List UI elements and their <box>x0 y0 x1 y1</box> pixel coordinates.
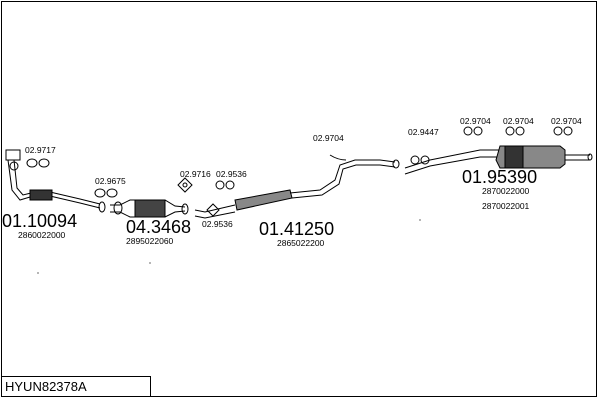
hanger-icon-1 <box>329 154 347 161</box>
diagram-code: HYUN82378A <box>5 379 87 394</box>
oem-number: 2895022060 <box>126 236 174 246</box>
part-number: 04.3468 <box>126 217 192 237</box>
hanger-icon-3 <box>463 126 483 136</box>
hanger-icon-4 <box>505 126 525 136</box>
oem-number: 2870022000 <box>482 186 530 196</box>
flange-icon-1 <box>177 177 193 193</box>
accessory-number: 02.9704 <box>460 116 491 126</box>
gasket-icon-2 <box>9 161 19 171</box>
part-number: 01.41250 <box>259 219 335 239</box>
part-number: 01.95390 <box>462 167 538 187</box>
accessory-number: 02.9716 <box>180 169 211 179</box>
oem-number: 2870022001 <box>482 201 530 211</box>
accessory-number: 02.9536 <box>202 219 233 229</box>
gasket-icon-5 <box>206 203 220 217</box>
diagram-code-box: HYUN82378A <box>1 376 151 397</box>
catalytic-converter-drawing <box>110 199 189 218</box>
rear-silencer-drawing <box>404 145 593 175</box>
gasket-icon-4 <box>215 180 235 190</box>
part-number: 01.10094 <box>2 211 78 231</box>
accessory-number: 02.9675 <box>95 176 126 186</box>
accessory-number: 02.9704 <box>313 133 344 143</box>
front-pipe-drawing <box>5 149 106 213</box>
accessory-number: 02.9704 <box>551 116 582 126</box>
oem-number: 2860022000 <box>18 230 66 240</box>
accessory-number: 02.9717 <box>25 145 56 155</box>
accessory-number: 02.9536 <box>216 169 247 179</box>
hanger-icon-5 <box>553 126 573 136</box>
oem-number: 2865022200 <box>277 238 325 248</box>
gasket-icon-3 <box>94 188 118 198</box>
accessory-number: 02.9704 <box>503 116 534 126</box>
middle-silencer-drawing <box>194 159 400 219</box>
accessory-number: 02.9447 <box>408 127 439 137</box>
gasket-icon-1 <box>26 158 50 168</box>
